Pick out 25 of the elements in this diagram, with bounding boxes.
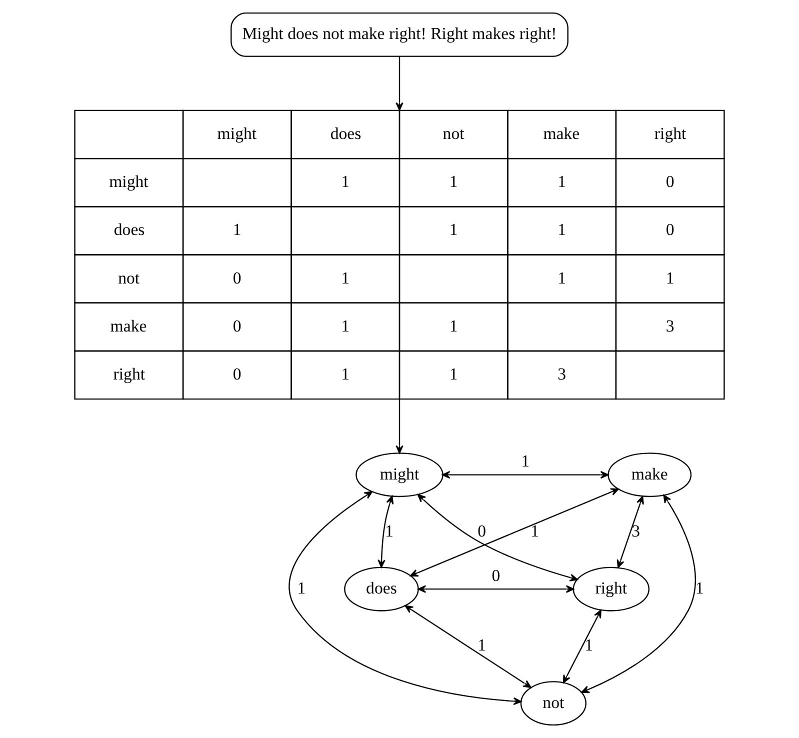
edge-label: 1 (530, 521, 539, 540)
edge-label: 0 (492, 566, 500, 585)
arrow (417, 494, 578, 582)
edge-label: 0 (478, 521, 486, 540)
node-box: Might does not make right! Right makes right! (230, 12, 568, 57)
edge-label: 1 (478, 636, 486, 655)
arrow (442, 470, 609, 479)
arrow (378, 496, 394, 568)
node-ellipse: might (356, 452, 444, 498)
node-ellipse: right (572, 566, 650, 612)
arrow (396, 399, 404, 454)
edge-label: 1 (584, 636, 594, 655)
edge-label: 1 (695, 578, 704, 598)
arrow (410, 488, 619, 577)
arrow (288, 491, 522, 706)
arrow (581, 494, 696, 694)
edge-label: 1 (297, 578, 306, 598)
arrow (404, 605, 532, 688)
edge-label: 1 (385, 521, 394, 540)
arrow (562, 610, 602, 684)
edge-label: 1 (521, 452, 530, 471)
arrow (418, 585, 574, 593)
arrow (396, 56, 404, 111)
arrow (616, 496, 644, 568)
edge-label: 3 (632, 521, 640, 540)
